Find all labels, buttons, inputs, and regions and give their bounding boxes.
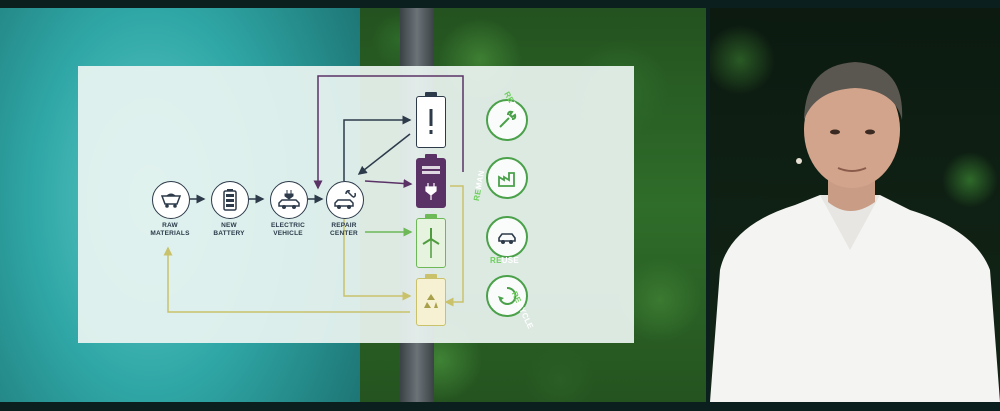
microphone	[796, 158, 802, 164]
electric-car-icon	[278, 190, 300, 209]
speaker-image	[710, 62, 1000, 402]
battery-icon	[223, 189, 237, 211]
split-divider	[706, 0, 710, 411]
new-battery-node	[211, 181, 249, 219]
battery-recycle	[416, 274, 446, 326]
battery-alert	[416, 92, 446, 148]
reuse-label: REUSE	[490, 256, 520, 265]
reuse-circle	[486, 216, 528, 258]
wrench-icon	[499, 110, 517, 128]
exclamation-icon	[429, 109, 433, 134]
raw-materials-node	[152, 181, 190, 219]
car-icon	[498, 233, 516, 244]
frame-top	[0, 0, 1000, 8]
wind-turbine-icon	[422, 228, 440, 258]
recycle-circle	[486, 275, 528, 317]
battery-reuse	[416, 214, 446, 268]
repair-center-node	[326, 181, 364, 219]
flow-arrows	[163, 75, 464, 313]
recycle-icon	[498, 286, 517, 305]
factory-icon	[498, 172, 515, 187]
recycle-icon	[424, 294, 438, 308]
frame-bottom	[0, 402, 1000, 411]
car-wrench-icon	[334, 190, 356, 209]
electric-vehicle-node	[270, 181, 308, 219]
mining-cart-icon	[160, 193, 182, 208]
plug-icon	[422, 166, 440, 200]
repair-circle	[486, 99, 528, 141]
reman-circle	[486, 157, 528, 199]
battery-reman	[416, 154, 446, 208]
